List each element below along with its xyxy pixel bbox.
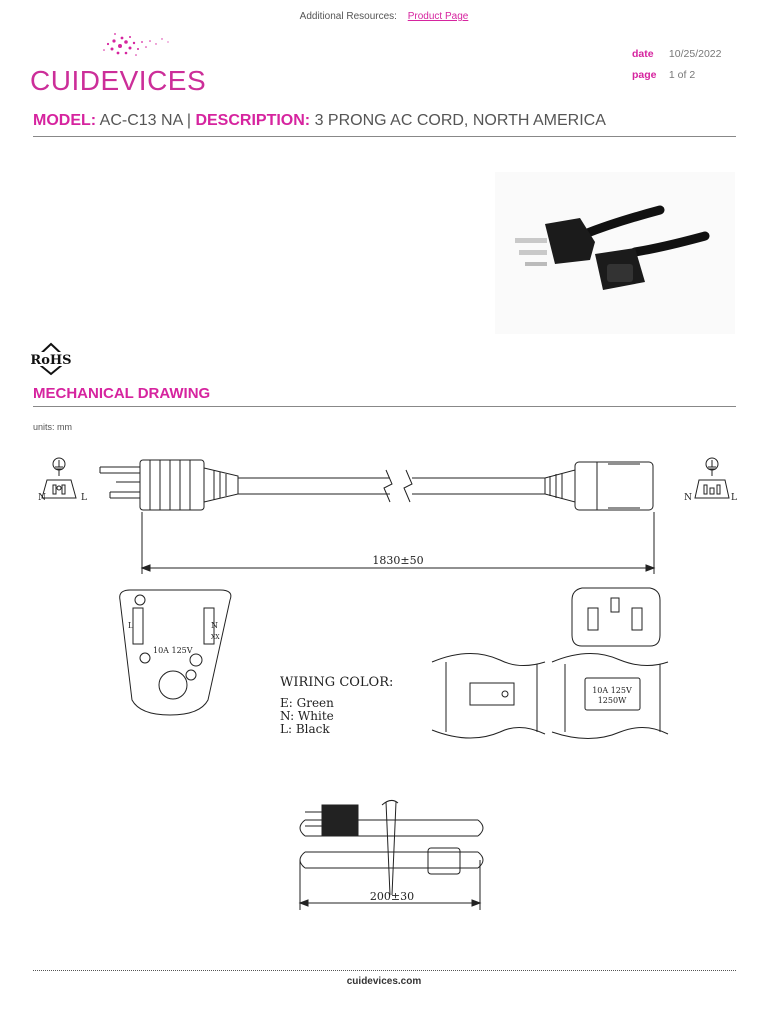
plug-face-view — [119, 589, 232, 716]
left-outlet-n: N — [38, 493, 46, 503]
length-dimension-line — [141, 512, 655, 574]
product-page-link[interactable]: Product Page — [407, 11, 469, 22]
rohs-label: RoHS — [30, 353, 71, 368]
product-photo — [495, 172, 735, 334]
page-title: MODEL: AC-C13 NA | DESCRIPTION: 3 PRONG … — [33, 112, 606, 130]
right-outlet-symbol — [694, 457, 730, 499]
date-value: 10/25/2022 — [668, 48, 722, 60]
logo-text: CUIDEVICES — [30, 65, 207, 96]
plug-side-view — [99, 459, 239, 511]
plug-rating: 10A 125V — [153, 646, 193, 655]
footer-url[interactable]: cuidevices.com — [346, 976, 422, 987]
rohs-icon: RoHS — [30, 342, 72, 376]
right-outlet-n: N — [684, 493, 692, 503]
units-label: units: mm — [33, 422, 73, 432]
plug-l-label: L — [128, 621, 134, 630]
wiring-n: N: White — [280, 709, 334, 723]
plug-xx-label: XX — [211, 634, 220, 641]
connector-rating-2: 1250W — [598, 696, 627, 705]
section-divider — [33, 406, 736, 407]
document-meta: date 10/25/2022 page 1 of 2 — [632, 44, 721, 86]
page-label: page — [632, 69, 657, 81]
mechanical-drawing: N L N L 1830±50 L N XX 10A 125V 10A 125V… — [38, 457, 737, 910]
wiring-e: E: Green — [280, 696, 334, 710]
cable — [238, 477, 545, 495]
additional-resources-bar: Additional Resources: Product Page — [0, 11, 768, 22]
break-marks — [383, 469, 413, 503]
connector-side-view — [544, 461, 654, 511]
coiled-cord-view — [299, 799, 484, 910]
title-divider — [33, 136, 736, 137]
resources-label: Additional Resources: — [299, 11, 397, 22]
plug-detail-view — [431, 652, 546, 739]
logo-dots-icon — [103, 33, 169, 56]
date-label: date — [632, 48, 654, 60]
title-separator: | — [186, 112, 191, 129]
description-value: 3 PRONG AC CORD, NORTH AMERICA — [314, 112, 606, 129]
connector-face-view — [571, 587, 661, 647]
plug-n-label: N — [211, 621, 218, 630]
description-label: DESCRIPTION: — [195, 112, 311, 129]
left-outlet-l: L — [81, 493, 87, 503]
wiring-title: WIRING COLOR: — [280, 675, 393, 690]
left-outlet-symbol — [41, 457, 77, 499]
model-label: MODEL: — [33, 112, 97, 129]
page-value: 1 of 2 — [668, 69, 696, 81]
section-title: MECHANICAL DRAWING — [33, 385, 211, 402]
length-dimension: 1830±50 — [372, 554, 423, 567]
footer-divider — [33, 970, 736, 971]
wiring-l: L: Black — [280, 722, 330, 736]
model-value: AC-C13 NA — [99, 112, 183, 129]
coil-dimension: 200±30 — [370, 890, 414, 903]
connector-rating-1: 10A 125V — [592, 686, 632, 695]
cui-devices-logo: CUIDEVICES — [30, 30, 206, 100]
connector-detail-view — [551, 652, 669, 739]
right-outlet-l: L — [731, 493, 737, 503]
